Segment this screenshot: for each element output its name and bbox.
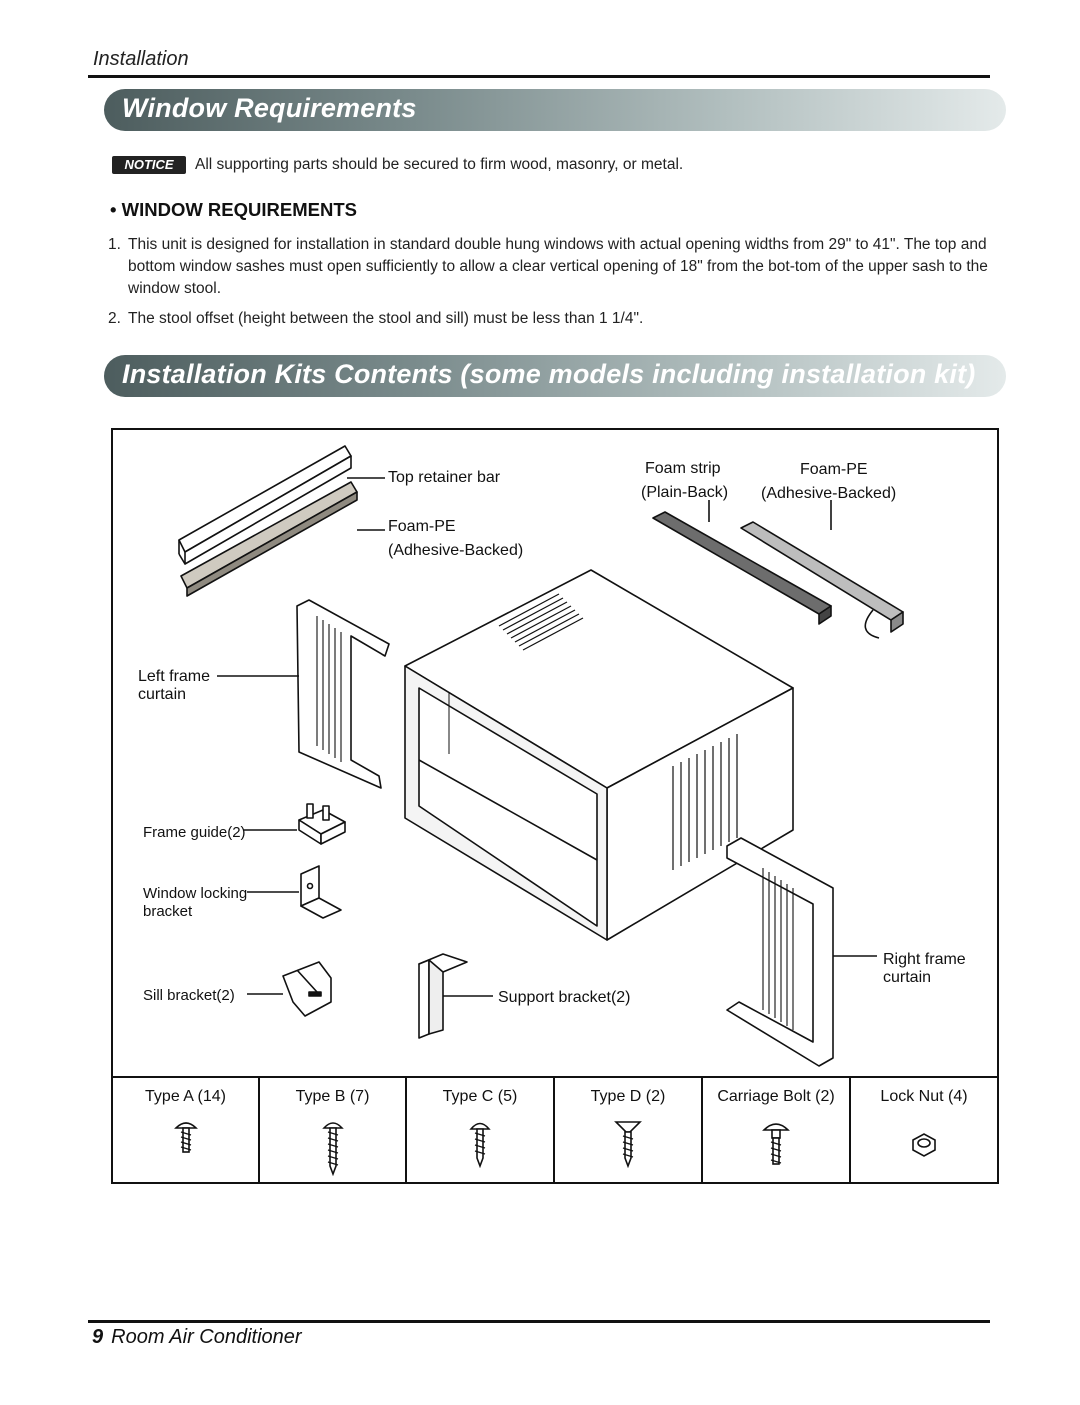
window-locking-bracket-drawing [300,865,342,919]
label-foam-pe-right: Foam-PE [800,461,868,478]
label-adhesive-backed: (Adhesive-Backed) [388,542,524,559]
section-banner-window-requirements [104,89,1006,131]
label-foam-pe: Foam-PE [388,518,456,535]
cabinet-drawing [404,569,794,941]
notice-text: All supporting parts should be secured t… [195,156,684,173]
label-adhesive-backed-right: (Adhesive-Backed) [761,485,897,502]
screw-icon [469,1122,491,1168]
page-footer: 9 Room Air Conditioner [92,1326,302,1349]
item-text: This unit is designed for installation i… [128,236,988,297]
label-right-frame: Right frame [883,951,966,968]
item-number: 2. [108,310,121,327]
requirement-item: 1. This unit is designed for installatio… [108,234,1000,300]
support-bracket-drawing [418,953,468,1039]
fastener-cell: Carriage Bolt (2) [703,1078,851,1184]
carriage-bolt-icon [762,1123,790,1165]
right-frame-curtain-drawing [726,837,834,1067]
label-foam-strip: Foam strip [645,460,721,477]
top-retainer-bar-drawing [178,445,352,565]
section-heading: • WINDOW REQUIREMENTS [110,199,357,220]
label-top-retainer-bar: Top retainer bar [388,469,501,486]
footer-title: Room Air Conditioner [111,1326,302,1348]
lock-nut-icon [912,1133,936,1157]
fastener-cell: Type D (2) [555,1078,703,1184]
header-rule [88,75,990,78]
fastener-cell: Type C (5) [407,1078,555,1184]
foam-strip-drawing [652,511,832,625]
label-frame-guide: Frame guide(2) [143,824,246,841]
label-left-frame-curtain: curtain [138,686,187,703]
fastener-label: Type A (14) [145,1088,226,1105]
fastener-cell: Type B (7) [260,1078,407,1184]
label-left-frame: Left frame [138,668,211,685]
label-support-bracket: Support bracket(2) [498,989,631,1006]
fastener-label: Lock Nut (4) [880,1088,968,1105]
fastener-label: Type C (5) [442,1088,518,1105]
requirement-item: 2. The stool offset (height between the … [108,308,1000,330]
banner-title-installation-kits: Installation Kits Contents (some models … [122,359,976,389]
frame-guide-drawing [298,803,346,845]
running-title: Installation [93,48,189,70]
sill-bracket-drawing [282,961,332,1017]
fastener-cell: Lock Nut (4) [851,1078,997,1184]
fastener-label: Carriage Bolt (2) [717,1088,835,1105]
foam-pe-adhesive-drawing [740,521,904,639]
left-frame-curtain-drawing [296,599,390,789]
long-screw-icon [321,1122,344,1176]
banner-title-window-requirements: Window Requirements [122,93,417,123]
section-banner-installation-kits [104,355,1006,397]
footer-rule [88,1320,990,1323]
label-plain-back: (Plain-Back) [641,484,729,501]
page-number: 9 [92,1326,104,1348]
notice-badge: NOTICE [112,156,186,174]
fastener-cell: Type A (14) [113,1078,260,1184]
label-window-locking-bracket: bracket [143,903,193,920]
item-text: The stool offset (height between the sto… [128,310,644,327]
item-number: 1. [108,236,121,253]
fastener-label: Type B (7) [295,1088,370,1105]
fastener-table: Type A (14) Type B (7) Type C (5) Type D… [113,1076,997,1184]
flat-head-screw-icon [614,1121,642,1168]
kit-parts-diagram [178,445,904,1067]
kit-contents-box [111,428,999,1184]
pan-head-screw-icon [173,1122,198,1153]
label-window-locking: Window locking [143,885,248,902]
label-sill-bracket: Sill bracket(2) [143,987,235,1004]
fastener-label: Type D (2) [590,1088,666,1105]
foam-pe-strip-drawing [180,481,358,597]
label-right-frame-curtain: curtain [883,969,932,986]
